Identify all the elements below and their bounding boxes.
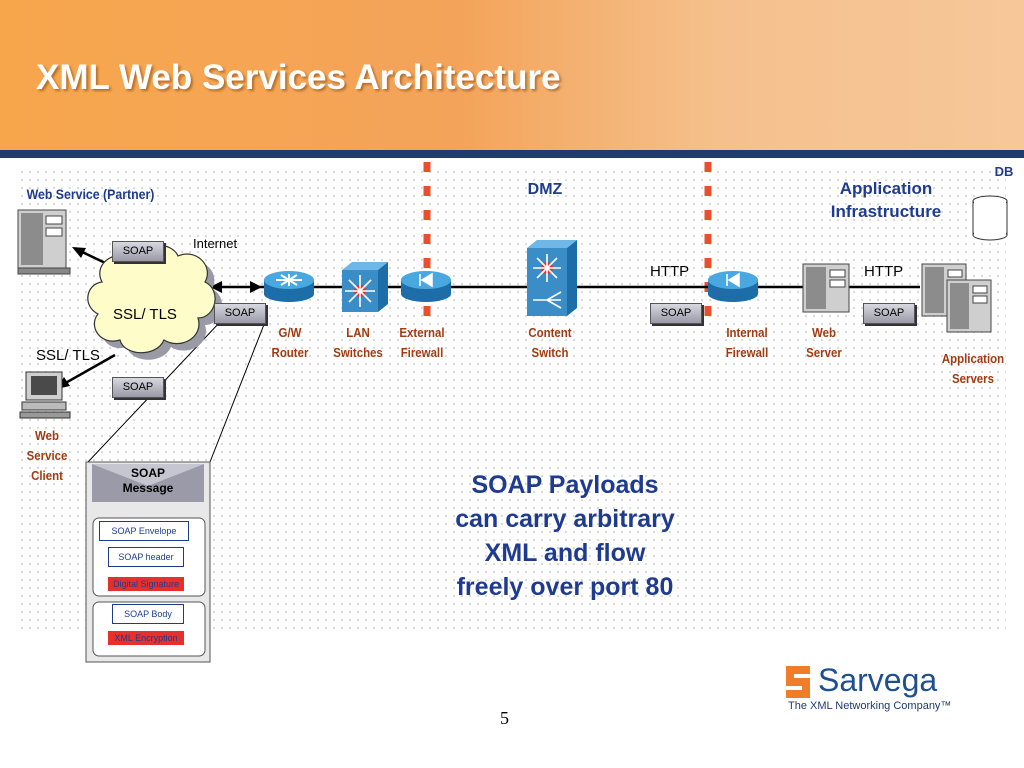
header-banner	[0, 0, 1024, 150]
payload-line: XML and flow	[484, 539, 646, 567]
gw-router-label-line: G/W	[278, 325, 302, 340]
content-label-line: Content	[528, 325, 572, 340]
xml-encryption-box: XML Encryption	[108, 631, 184, 645]
payload-line: SOAP Payloads	[471, 471, 659, 499]
app-servers-label-line: Servers	[952, 371, 994, 386]
client-label-line: Client	[31, 468, 63, 483]
app-infra-label-line: Application	[839, 179, 933, 198]
soap-message-title-line: SOAP	[130, 466, 165, 480]
client-label-line: Web	[35, 428, 59, 443]
soap-envelope-box: SOAP Envelope	[99, 521, 189, 541]
app-servers-label-line: Application	[941, 351, 1005, 366]
internal-firewall-icon	[708, 271, 758, 302]
lan-label-line: LAN	[346, 325, 370, 340]
http-label-1: HTTP	[650, 263, 690, 280]
payload-line: can carry arbitrary	[455, 505, 675, 533]
soap-tag-app: SOAP	[863, 303, 915, 324]
ext-fw-label-line: External	[399, 325, 445, 340]
lan-switches-label: LAN Switches	[326, 323, 389, 363]
client-label: Web Service Client	[14, 426, 79, 486]
content-switch-label: Content Switch	[515, 323, 585, 363]
client-label-line: Service	[26, 448, 68, 463]
logo-tagline: The XML Networking Company™	[788, 700, 952, 712]
header-band	[0, 150, 1024, 158]
digital-signature-box: Digital Signature	[108, 577, 184, 591]
soap-message-title-line: Message	[122, 481, 174, 495]
content-label-line: Switch	[531, 345, 569, 360]
payload-statement: SOAP Payloads can carry arbitrary XML an…	[430, 468, 700, 604]
soap-tag-router: SOAP	[214, 303, 266, 324]
callout-line-right	[209, 321, 266, 463]
dmz-label: DMZ	[527, 181, 563, 198]
web-server-label: Web Server	[796, 323, 852, 363]
int-fw-label-line: Firewall	[725, 345, 769, 360]
soap-message-title: SOAP Message	[92, 466, 204, 496]
application-servers-label: Application Servers	[932, 349, 1015, 389]
logo-name: Sarvega	[818, 662, 938, 698]
lan-label-line: Switches	[333, 345, 383, 360]
backbone-arrowhead	[210, 281, 222, 293]
partner-server-icon	[17, 209, 71, 275]
gw-router-label: G/W Router	[262, 323, 318, 363]
router-arrowhead	[250, 281, 262, 293]
http-label-2: HTTP	[864, 263, 904, 280]
soap-tag-partner: SOAP	[112, 241, 164, 262]
page-number: 5	[500, 708, 509, 728]
client-computer-icon	[19, 371, 71, 419]
internet-cloud	[87, 244, 223, 360]
content-switch-icon	[527, 240, 577, 316]
ext-fw-label-line: Firewall	[400, 345, 444, 360]
application-servers-icon	[921, 263, 992, 333]
payload-line: freely over port 80	[456, 573, 674, 601]
soap-body-box: SOAP Body	[112, 604, 184, 624]
external-firewall-label: External Firewall	[390, 323, 453, 363]
client-arrow	[61, 353, 116, 387]
lan-switch-icon	[342, 262, 388, 312]
internet-label: Internet	[193, 236, 238, 251]
int-fw-label-line: Internal	[726, 325, 768, 340]
application-infrastructure-label: Application Infrastructure	[808, 177, 964, 223]
soap-tag-client: SOAP	[112, 377, 164, 398]
external-firewall-icon	[401, 271, 451, 302]
app-infra-label-line: Infrastructure	[830, 202, 942, 221]
database-icon	[972, 195, 1008, 241]
internal-firewall-label: Internal Firewall	[714, 323, 779, 363]
web-server-icon	[802, 263, 850, 313]
soap-message-panel	[85, 461, 211, 663]
soap-tag-dmz: SOAP	[650, 303, 702, 324]
sarvega-logo-icon	[786, 666, 810, 698]
page-title: XML Web Services Architecture	[36, 58, 561, 97]
gw-router-label-line: Router	[271, 345, 309, 360]
gw-router-icon	[264, 271, 314, 302]
partner-label: Web Service (Partner)	[26, 186, 155, 202]
ssl-tls-left-label: SSL/ TLS	[36, 347, 100, 364]
db-label: DB	[994, 164, 1014, 179]
web-server-label-line: Web	[812, 325, 836, 340]
web-server-label-line: Server	[806, 345, 842, 360]
soap-header-box: SOAP header	[108, 547, 184, 567]
ssl-tls-cloud-label: SSL/ TLS	[113, 306, 177, 323]
